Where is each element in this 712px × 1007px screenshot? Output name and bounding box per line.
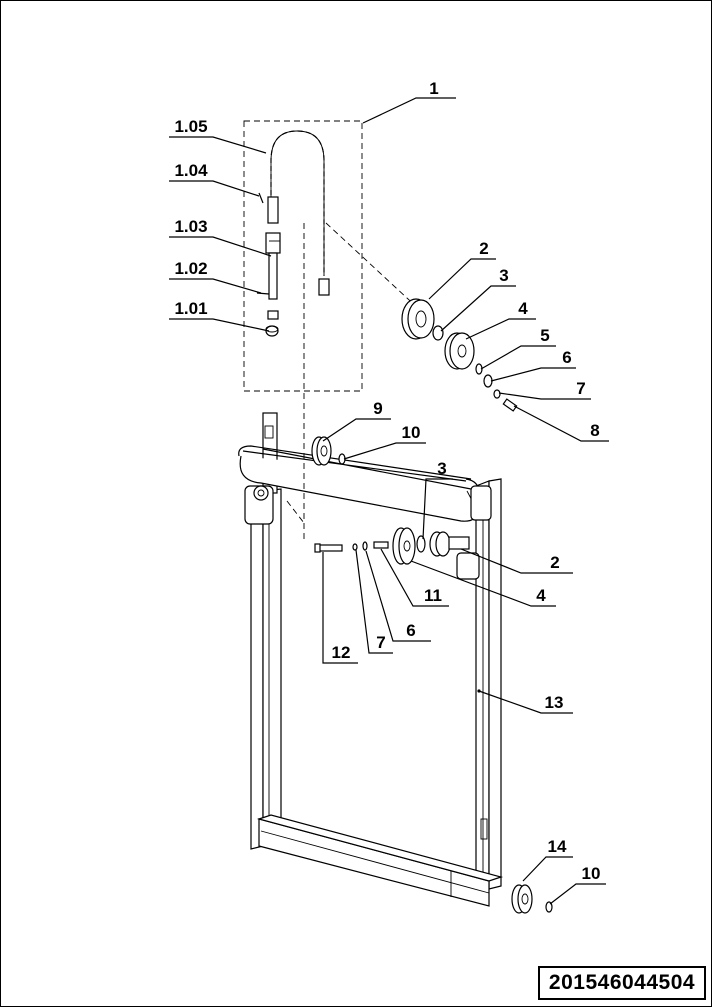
callout-1: 1 [429, 79, 438, 98]
callout-5: 5 [540, 326, 549, 345]
leader-lines [169, 97, 609, 905]
callout-14: 14 [548, 837, 567, 856]
callout-4-upper: 4 [518, 299, 528, 318]
bearing-part-2-lower [429, 531, 470, 557]
drawing-number: 201546044504 [538, 966, 706, 1000]
washer-part-7-upper [493, 389, 501, 399]
callout-1-05: 1.05 [174, 117, 207, 136]
washer-part-7-lower [352, 543, 358, 551]
callout-11: 11 [424, 586, 442, 605]
callout-7-lower: 7 [376, 633, 385, 652]
callout-10-upper: 10 [402, 423, 421, 442]
bearing-part-14 [511, 884, 533, 914]
mast-frame-part-13 [238, 412, 504, 907]
callout-1-04: 1.04 [174, 161, 208, 180]
pulley-part-4-lower [392, 527, 416, 565]
callout-9: 9 [373, 399, 382, 418]
pulley-part-4-upper [444, 332, 475, 370]
ring-part-3-lower [416, 535, 426, 553]
callout-4-lower: 4 [536, 586, 546, 605]
pin-part-1-04 [258, 192, 279, 224]
washer-part-6-upper [483, 374, 493, 388]
callout-1-02: 1.02 [174, 259, 207, 278]
bearing-part-2-upper [401, 298, 435, 340]
callout-1-01: 1.01 [174, 299, 207, 318]
callout-13: 13 [545, 693, 564, 712]
callout-2-lower: 2 [550, 553, 559, 572]
bushing-part-1-01 [265, 310, 279, 337]
washer-part-11 [373, 541, 389, 549]
callout-labels: 1 1.05 1.04 1.03 1.02 1.01 2 3 4 5 6 7 8… [174, 79, 600, 883]
pin-part-1-02 [256, 292, 270, 295]
chain-part-1-05 [270, 130, 330, 296]
callout-6-lower: 6 [406, 621, 415, 640]
callout-1-03: 1.03 [174, 217, 207, 236]
washer-part-6-lower [362, 541, 368, 551]
ring-part-3-upper [432, 325, 444, 341]
shaft-part-1-03 [265, 232, 281, 300]
bearing-part-9 [311, 436, 332, 466]
callout-12: 12 [332, 643, 351, 662]
callout-2-upper: 2 [479, 239, 488, 258]
callout-7-upper: 7 [576, 379, 585, 398]
ring-part-10-lower [545, 901, 553, 913]
pin-part-12 [314, 543, 343, 553]
callout-3-lower: 3 [437, 459, 446, 478]
callout-3-upper: 3 [499, 266, 508, 285]
callout-6-upper: 6 [562, 348, 571, 367]
pin-part-8 [502, 398, 518, 412]
subassembly-1-box [243, 120, 363, 392]
callout-8: 8 [590, 421, 599, 440]
projection-lines [286, 222, 422, 541]
callout-10-lower: 10 [582, 864, 601, 883]
